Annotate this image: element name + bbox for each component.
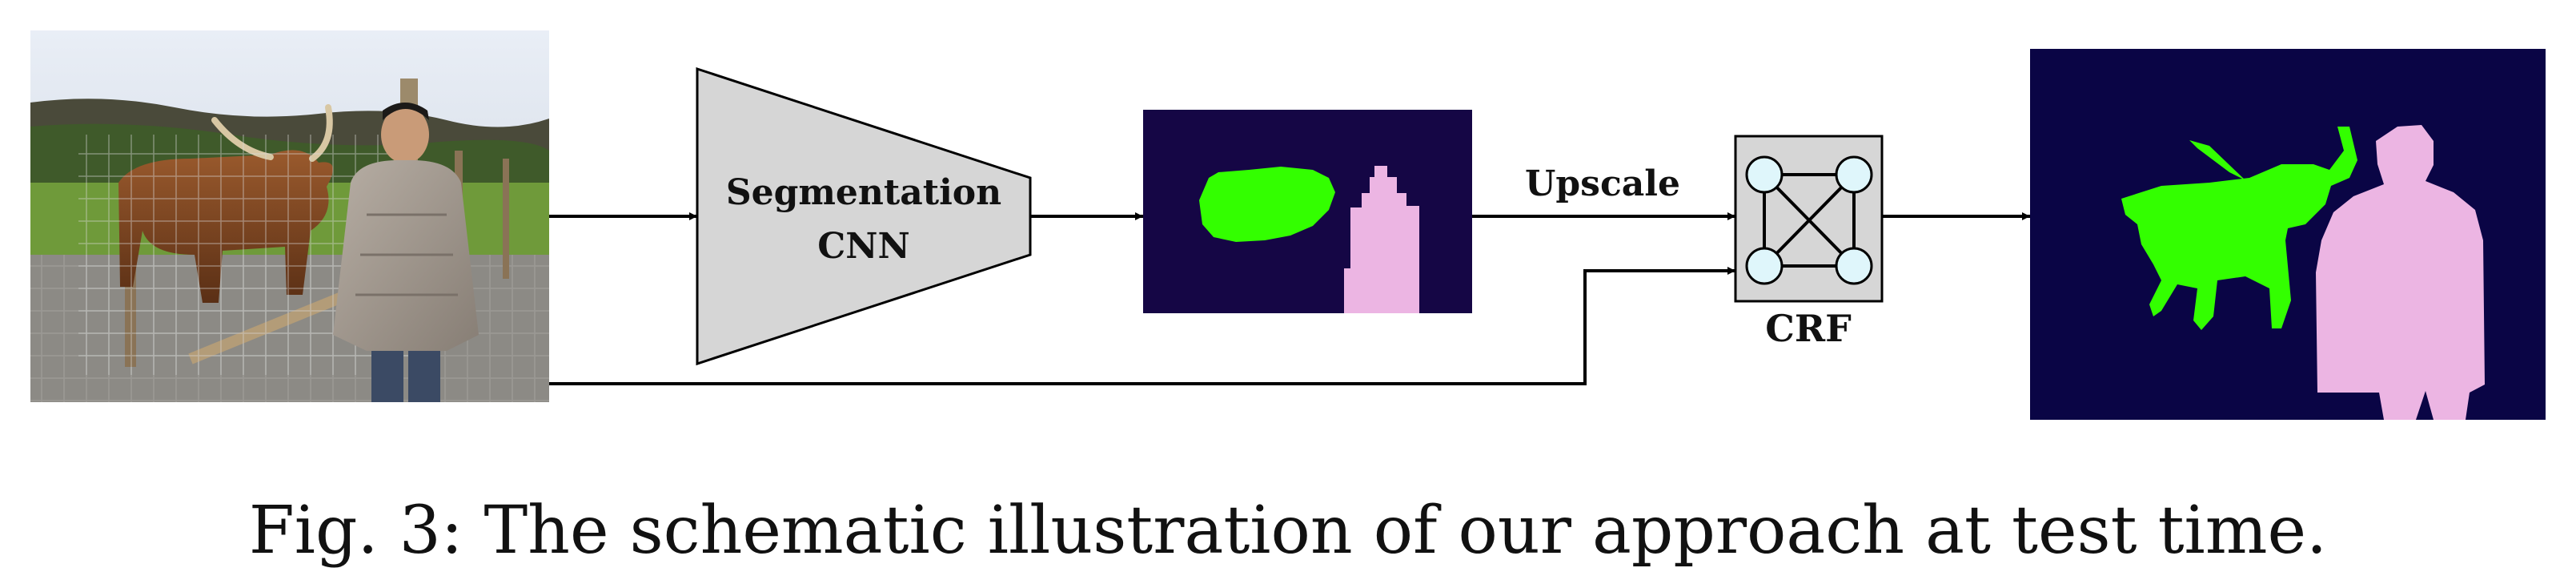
input-photo — [30, 30, 549, 402]
cnn-label-line2: CNN — [817, 226, 909, 267]
coarse-segmentation-map — [1143, 110, 1472, 313]
connector-arrows — [549, 212, 2030, 385]
cnn-label-line1: Segmentation — [726, 172, 1001, 213]
crf-label: CRF — [1765, 307, 1852, 350]
crf-block: CRF — [1734, 135, 1884, 350]
final-segmentation-map — [2030, 49, 2546, 420]
crf-graph-icon — [1745, 155, 1873, 285]
figure-caption: Fig. 3: The schematic illustration of ou… — [249, 493, 2327, 569]
upscale-label: Upscale — [1525, 163, 1680, 204]
segmentation-cnn-block: Segmentation CNN — [696, 66, 1032, 366]
arrow-photo-to-crf — [549, 267, 1735, 385]
